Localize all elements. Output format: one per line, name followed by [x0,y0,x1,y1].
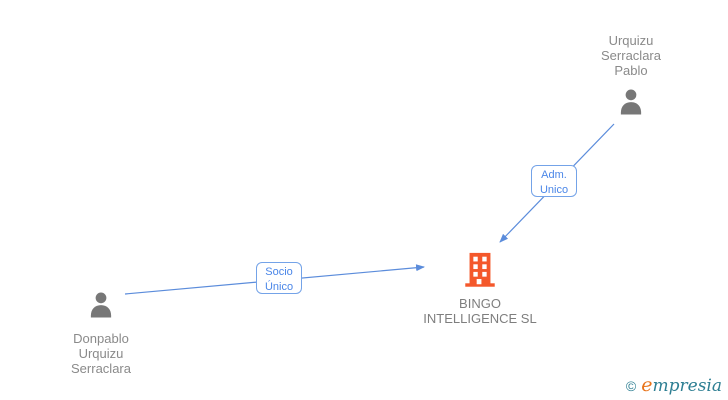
person-name-line: Serraclara [71,361,131,376]
brand-wordmark: empresia [641,374,723,396]
edge-label-line: Único [264,281,294,293]
company-name: BINGO INTELLIGENCE SL [410,296,550,326]
copyright-icon: © [625,377,637,394]
edge-label-line: Adm. [541,169,567,181]
person-name-line: Serraclara [601,48,661,63]
building-icon [463,251,497,289]
person-icon [616,87,646,117]
edge-label-line: Unico [539,184,569,196]
node-person-administrator[interactable]: Urquizu Serraclara Pablo [571,33,691,122]
person-name-line: Urquizu [608,33,654,48]
person-name-line: Pablo [614,63,648,78]
edge-label-line: Socio [265,266,293,278]
person-name: Donpablo Urquizu Serraclara [41,331,161,376]
company-name-line: INTELLIGENCE SL [423,311,537,326]
person-icon [86,290,116,320]
node-person-shareholder[interactable]: Donpablo Urquizu Serraclara [41,290,161,376]
node-company[interactable]: BINGO INTELLIGENCE SL [410,251,550,326]
empresia-logo[interactable]: © empresia [625,374,723,396]
person-name-line: Donpablo [73,331,129,346]
edge-label-socio-unico: Socio Único [256,262,302,294]
company-name-line: BINGO [459,296,501,311]
brand-rest: mpresia [652,376,723,396]
person-name: Urquizu Serraclara Pablo [571,33,691,78]
person-name-line: Urquizu [78,346,124,361]
edge-label-adm-unico: Adm. Unico [531,165,577,197]
brand-first-letter: e [641,374,653,396]
